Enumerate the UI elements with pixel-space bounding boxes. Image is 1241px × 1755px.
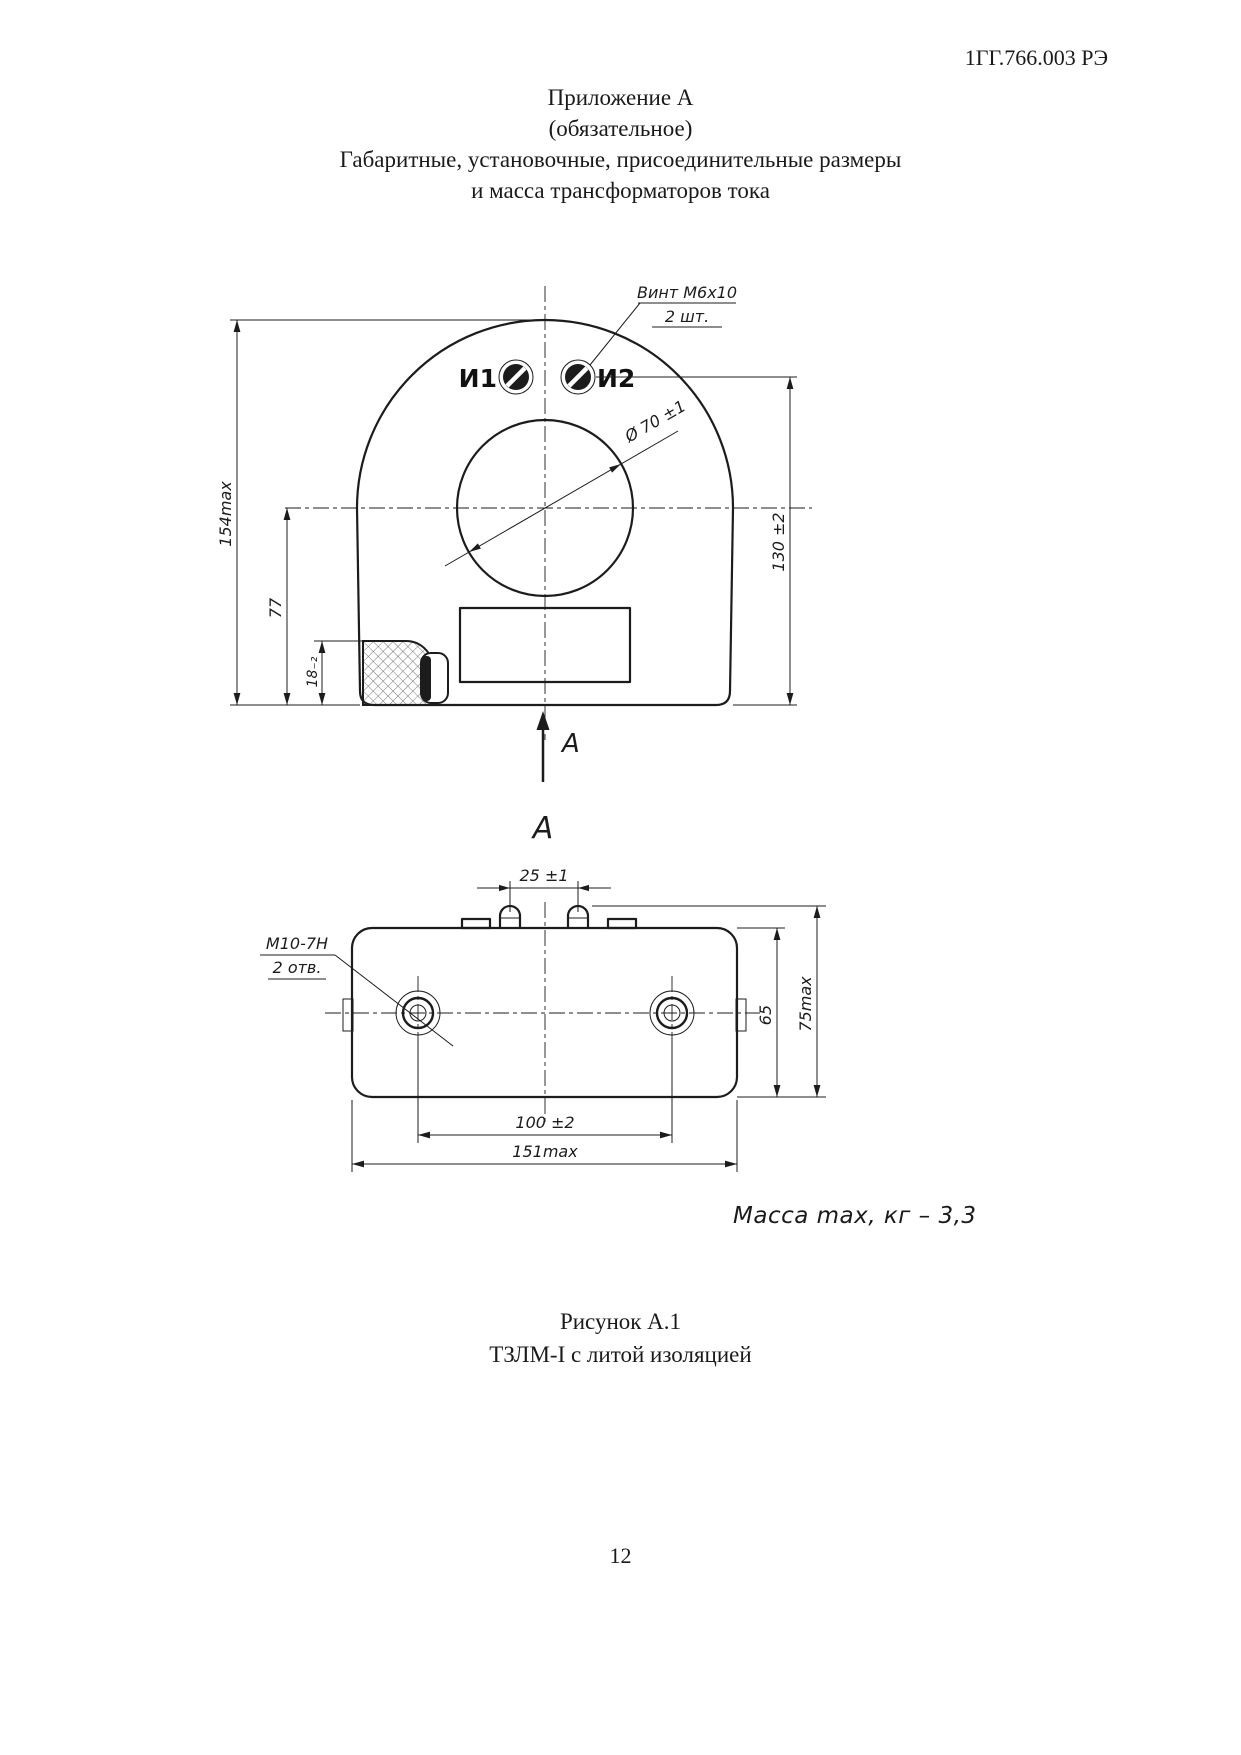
dim-151max-label: 151max bbox=[512, 1142, 578, 1161]
body-outline bbox=[350, 926, 739, 1099]
page-number: 12 bbox=[609, 1543, 632, 1568]
screw-note: Винт М6х10 2 шт. bbox=[589, 283, 737, 366]
cable-clamp-bar bbox=[422, 656, 431, 701]
terminal-label-i1: И1 bbox=[459, 364, 497, 393]
screw-note-line1: Винт М6х10 bbox=[637, 283, 737, 302]
window-hole bbox=[455, 418, 635, 598]
hole-note: М10-7Н 2 отв. bbox=[260, 934, 454, 1047]
title-line-4: и масса трансформаторов тока bbox=[471, 178, 770, 203]
screw-note-leader bbox=[589, 302, 641, 366]
appendix-subtitle: (обязательное) bbox=[548, 116, 693, 141]
section-view-label: А bbox=[531, 811, 554, 846]
dim-65: 65 bbox=[737, 927, 826, 1098]
figure-number: Рисунок А.1 bbox=[559, 1309, 682, 1334]
hole-note-line2: 2 отв. bbox=[273, 958, 322, 977]
right-terminal-block bbox=[606, 917, 638, 930]
hole-note-line1: М10-7Н bbox=[266, 934, 328, 953]
terminal-screw-i2-icon bbox=[560, 359, 596, 395]
title-line-3: Габаритные, установочные, присоединитель… bbox=[339, 147, 902, 172]
top-view-drawing: М10-7Н 2 отв. 25 ±1 65 75max bbox=[260, 866, 826, 1172]
dim-18: 18₋₂ bbox=[305, 640, 363, 705]
dim-65-label: 65 bbox=[756, 1005, 775, 1025]
appendix-title: Приложение А bbox=[547, 85, 694, 110]
left-terminal-block bbox=[460, 917, 492, 930]
mass-note: Масса max, кг – 3,3 bbox=[733, 1203, 977, 1229]
hole-note-leader bbox=[334, 954, 454, 1047]
dim-window-label: Ø 70 ±1 bbox=[621, 396, 689, 446]
figure-title: ТЗЛМ-I с литой изоляцией bbox=[489, 1342, 752, 1367]
dim-25-label: 25 ±1 bbox=[519, 866, 568, 885]
figure-caption: Рисунок А.1 ТЗЛМ-I с литой изоляцией bbox=[0, 1305, 1241, 1371]
dim-25: 25 ±1 bbox=[477, 866, 611, 912]
dim-130: 130 ±2 bbox=[596, 376, 797, 706]
title-block: Приложение А (обязательное) Габаритные, … bbox=[0, 82, 1241, 206]
document-code: 1ГГ.766.003 РЭ bbox=[964, 45, 1108, 70]
view-arrow-label: А bbox=[560, 729, 580, 759]
dim-130-label: 130 ±2 bbox=[769, 512, 788, 571]
arrow-up-icon bbox=[536, 711, 550, 730]
screw-note-line2: 2 шт. bbox=[665, 307, 709, 326]
dim-77: 77 bbox=[266, 508, 291, 705]
right-mounting-hole bbox=[649, 990, 695, 1036]
nameplate bbox=[458, 606, 632, 684]
terminal-screw-i1-icon bbox=[498, 359, 534, 395]
transformer-body-outline bbox=[355, 318, 735, 707]
dim-100: 100 ±2 bbox=[417, 1038, 673, 1143]
dim-100-label: 100 ±2 bbox=[515, 1113, 574, 1132]
front-view-drawing: И1 И2 Винт М6х10 2 шт. 154max 77 18₋₂ bbox=[216, 283, 812, 846]
dim-151max: 151max bbox=[351, 1100, 738, 1172]
view-direction-arrow: А bbox=[536, 711, 580, 782]
dim-75max-label: 75max bbox=[796, 976, 815, 1032]
dim-77-label: 77 bbox=[266, 597, 285, 618]
terminal-label-i2: И2 bbox=[597, 364, 635, 393]
dim-154max: 154max bbox=[216, 319, 538, 706]
dim-75max: 75max bbox=[592, 905, 826, 1097]
dim-154max-label: 154max bbox=[216, 481, 235, 547]
dim-18-label: 18₋₂ bbox=[305, 656, 321, 687]
